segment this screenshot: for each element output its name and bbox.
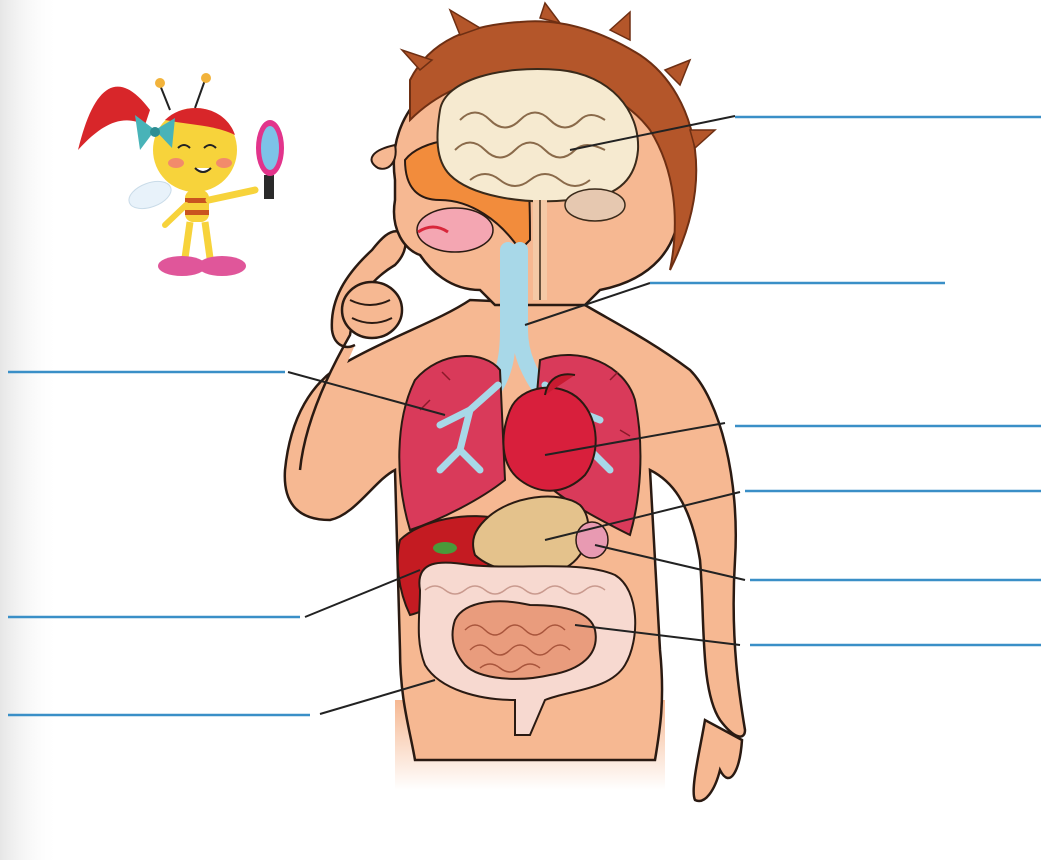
bee-girl-with-mirror-icon [78,73,284,276]
pancreas [576,522,608,558]
page-shadow [0,0,60,860]
